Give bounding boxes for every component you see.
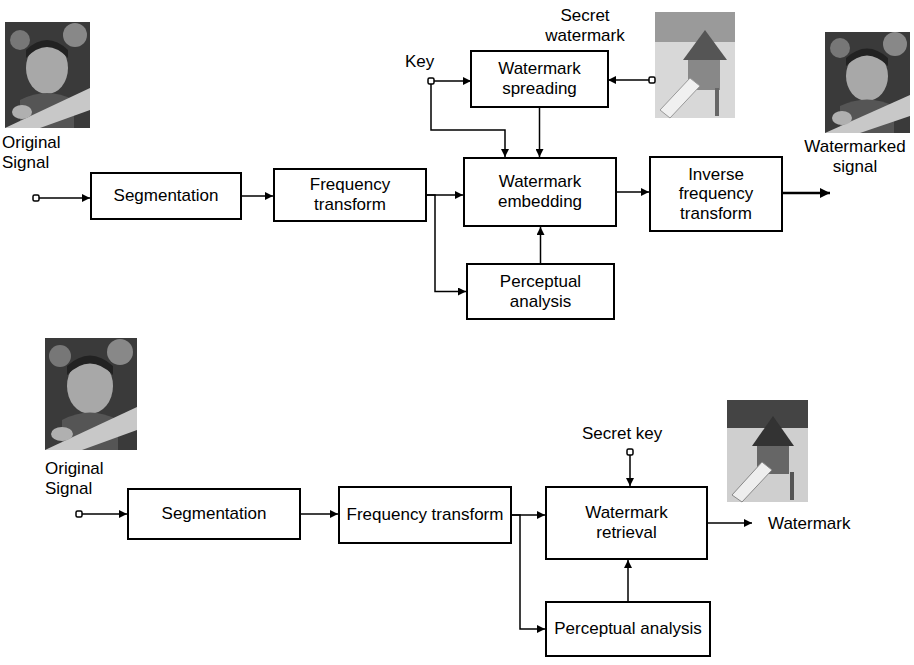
signal-arrow	[627, 560, 629, 601]
signal-arrow	[539, 108, 541, 157]
watermark-photo	[655, 12, 735, 118]
box-text: Segmentation	[114, 186, 219, 206]
box-text: Segmentation	[162, 504, 267, 524]
signal-label: Secret key	[582, 424, 682, 444]
signal-label: Secret watermark	[530, 6, 640, 45]
process-box: Inverse frequency transform	[649, 156, 783, 232]
boy-photo	[45, 338, 137, 450]
boy-photo	[5, 22, 90, 128]
box-text: Watermark retrieval	[553, 503, 700, 542]
signal-arrow	[427, 195, 466, 292]
text-wrap: Perceptual analysis	[554, 619, 701, 639]
text-wrap: Watermark spreading	[478, 59, 601, 98]
text-wrap: Perceptual analysis	[474, 272, 607, 311]
signal-arrow	[512, 515, 545, 629]
signal-arrow	[301, 513, 338, 515]
signal-arrow	[540, 227, 542, 263]
process-box: Frequency transform	[338, 486, 512, 544]
process-box: Watermark spreading	[470, 50, 609, 108]
terminal-dot	[33, 77, 655, 517]
text-wrap: Watermark retrieval	[553, 503, 700, 542]
process-box: Segmentation	[127, 488, 301, 540]
text-wrap: Segmentation	[114, 186, 219, 206]
process-box: Segmentation	[90, 172, 242, 220]
box-text: Frequency transform	[281, 175, 419, 214]
signal-arrow	[242, 195, 273, 197]
wire	[37, 80, 830, 523]
text-wrap: Segmentation	[162, 504, 267, 524]
box-text: Inverse frequency transform	[657, 165, 775, 224]
text-wrap: Inverse frequency transform	[657, 165, 775, 224]
box-text: Frequency transform	[347, 505, 504, 525]
signal-label: Key	[405, 52, 445, 72]
process-box: Frequency transform	[273, 168, 427, 222]
process-box: Watermark embedding	[463, 157, 617, 227]
text-wrap: Frequency transform	[281, 175, 419, 214]
box-text: Perceptual analysis	[554, 619, 701, 639]
box-text: Watermark embedding	[471, 172, 609, 211]
signal-label: Watermark	[768, 514, 888, 534]
text-wrap: Frequency transform	[347, 505, 504, 525]
watermarked-photo	[825, 32, 910, 133]
signal-label: Original Signal	[45, 459, 125, 498]
signal-label: Original Signal	[2, 133, 82, 172]
watermark-photo	[727, 400, 808, 502]
box-text: Watermark spreading	[478, 59, 601, 98]
process-box: Watermark retrieval	[545, 486, 708, 560]
signal-arrow	[617, 191, 649, 193]
signal-label: Watermarked signal	[798, 137, 912, 176]
process-box: Perceptual analysis	[466, 263, 615, 320]
text-wrap: Watermark embedding	[471, 172, 609, 211]
process-box: Perceptual analysis	[545, 601, 711, 657]
box-text: Perceptual analysis	[474, 272, 607, 311]
